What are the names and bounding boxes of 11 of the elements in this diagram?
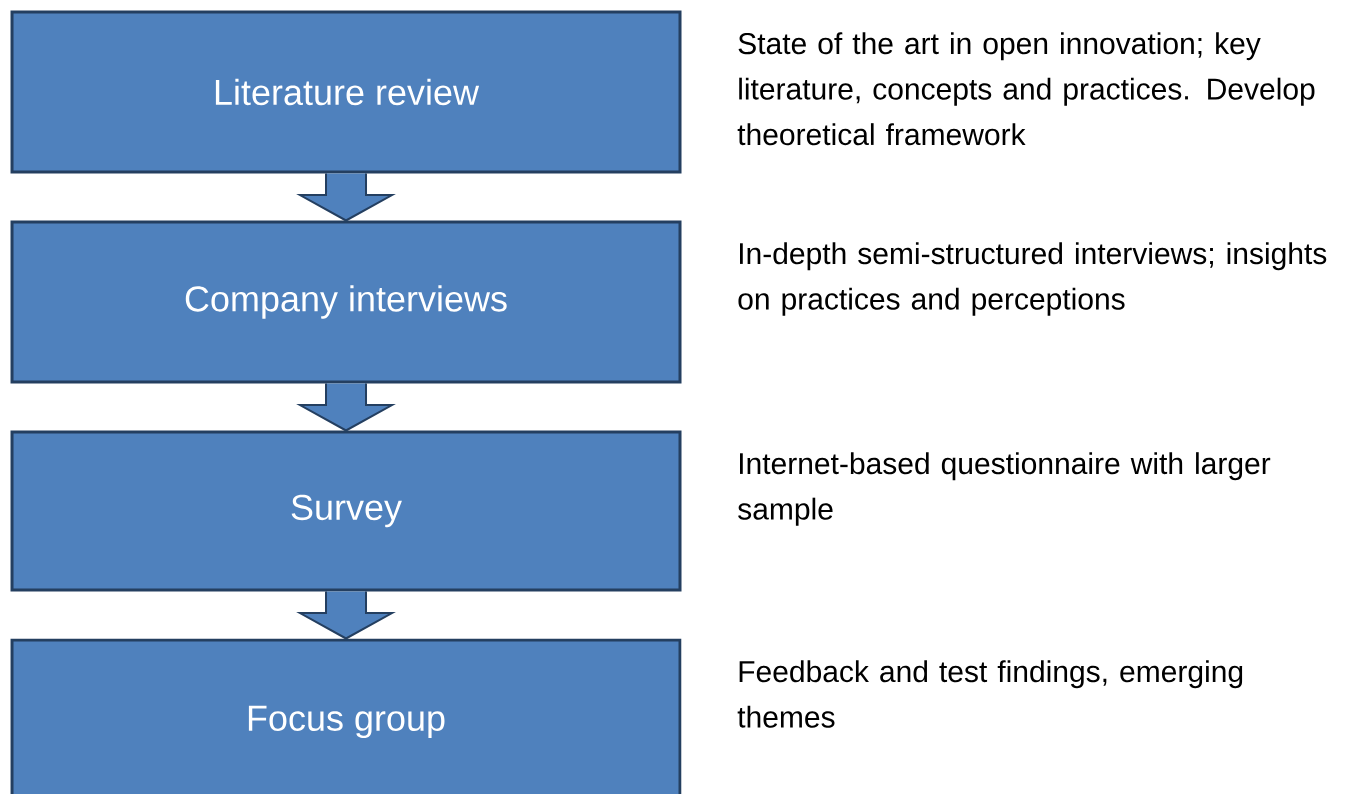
- block-arrow: [296, 382, 396, 432]
- process-box: Focus group: [10, 638, 682, 794]
- description-text: Internet-based questionnaire with larger sample: [738, 452, 1271, 526]
- block-arrow: [296, 172, 396, 222]
- process-box: Survey: [10, 430, 682, 592]
- process-box: Company interviews: [10, 220, 682, 384]
- process-box: Literature review: [10, 10, 682, 174]
- block-arrow: [296, 590, 396, 640]
- description-text: In-depth semi-structured interviews; insights on practices and perceptions: [738, 242, 1327, 316]
- description-text: Feedback and test findings, emerging themes: [737, 660, 1243, 728]
- description-text: State of the art in open innovation; key literature, concepts and practices. Develop theoretical framework: [737, 32, 1315, 146]
